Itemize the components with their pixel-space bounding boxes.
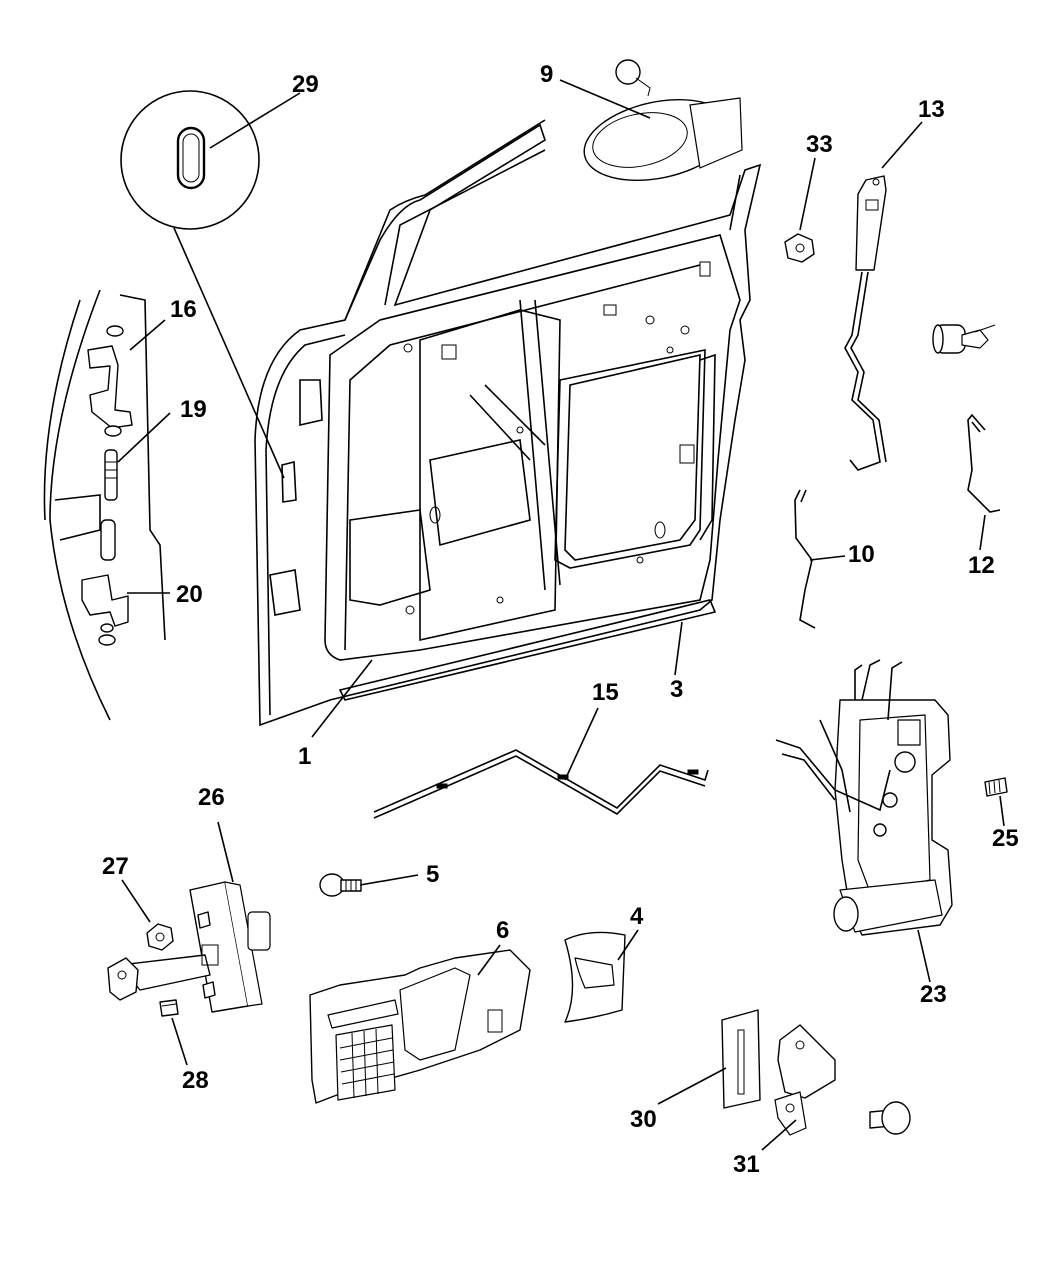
callout-23: 23 bbox=[920, 981, 947, 1008]
callout-20: 20 bbox=[176, 581, 203, 608]
callout-6: 6 bbox=[496, 917, 509, 944]
door-shell bbox=[254, 119, 762, 727]
callout-13: 13 bbox=[918, 96, 945, 123]
callout-9: 9 bbox=[540, 61, 553, 88]
grommet-inset bbox=[120, 90, 285, 479]
callout-29: 29 bbox=[292, 71, 319, 98]
striker-30-31 bbox=[721, 1009, 911, 1136]
rod-12 bbox=[967, 413, 1001, 513]
callout-10: 10 bbox=[848, 541, 875, 568]
callout-5: 5 bbox=[426, 861, 439, 888]
callout-12: 12 bbox=[968, 552, 995, 579]
callout-27: 27 bbox=[102, 853, 129, 880]
rod-15 bbox=[373, 749, 709, 819]
callout-4: 4 bbox=[630, 903, 644, 930]
callout-16: 16 bbox=[170, 296, 197, 323]
callout-15: 15 bbox=[592, 679, 619, 706]
callout-26: 26 bbox=[198, 784, 225, 811]
callout-31: 31 bbox=[733, 1151, 760, 1178]
lock-rod-13 bbox=[844, 175, 887, 471]
door-holes bbox=[403, 261, 711, 615]
leader-lines bbox=[117, 79, 1005, 1151]
latch-23 bbox=[775, 659, 1008, 936]
callout-28: 28 bbox=[182, 1067, 209, 1094]
hinge-column bbox=[43, 289, 166, 721]
door-check bbox=[107, 881, 271, 1017]
nut-33 bbox=[784, 233, 815, 263]
callout-30: 30 bbox=[630, 1106, 657, 1133]
lock-cylinder bbox=[932, 324, 996, 354]
callout-25: 25 bbox=[992, 825, 1019, 852]
bolt-5 bbox=[319, 873, 362, 897]
callout-labels: 29 9 13 33 16 19 20 10 12 3 15 1 26 25 2… bbox=[102, 61, 1019, 1178]
speaker-grille bbox=[335, 1024, 396, 1101]
handle-bezel-6 bbox=[309, 949, 531, 1104]
callout-19: 19 bbox=[180, 396, 207, 423]
callout-3: 3 bbox=[670, 676, 683, 703]
outside-handle bbox=[583, 59, 743, 182]
callout-1: 1 bbox=[298, 743, 311, 770]
callout-33: 33 bbox=[806, 131, 833, 158]
inside-handle-4 bbox=[564, 931, 626, 1023]
